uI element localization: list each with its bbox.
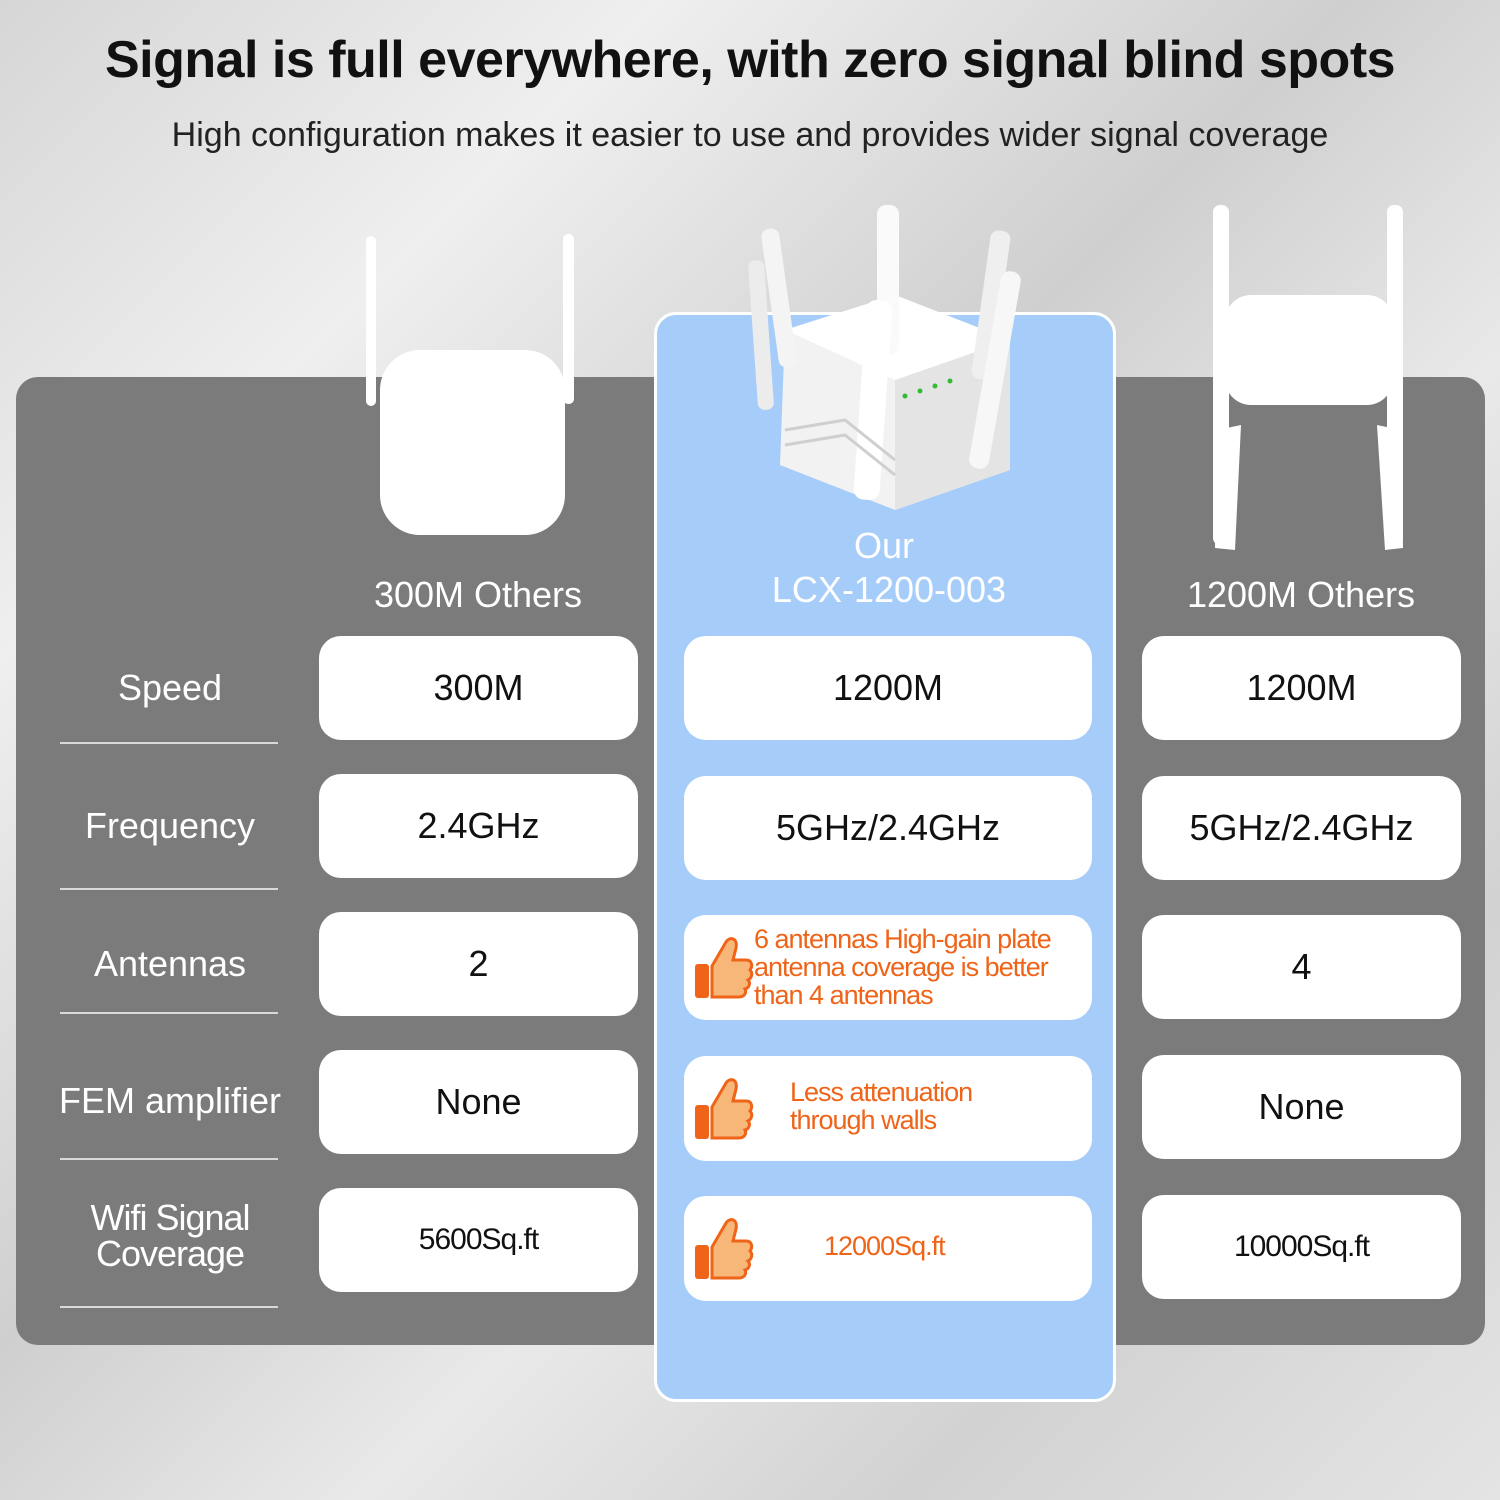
row-label-coverage-line2: Coverage <box>95 1233 245 1274</box>
row-divider <box>60 742 278 744</box>
cell-1200m-speed: 1200M <box>1142 636 1461 740</box>
column-title-300m-others: 300M Others <box>373 574 583 615</box>
cell-our-fem: Less attenuation through walls <box>684 1056 1092 1161</box>
row-label-frequency: Frequency <box>84 805 256 846</box>
cell-300m-antennas: 2 <box>319 912 638 1016</box>
thumbs-up-icon <box>695 1077 754 1139</box>
row-label-fem-amplifier: FEM amplifier <box>58 1080 282 1121</box>
page-subtitle: High configuration makes it easier to us… <box>171 116 1329 154</box>
cell-300m-coverage: 5600Sq.ft <box>319 1188 638 1292</box>
cell-our-antennas: 6 antennas High-gain plate antenna cover… <box>684 915 1092 1020</box>
cell-1200m-fem: None <box>1142 1055 1461 1159</box>
row-divider <box>60 1306 278 1308</box>
cell-300m-frequency: 2.4GHz <box>319 774 638 878</box>
fem-highlight-line2: through walls <box>790 1105 937 1135</box>
cell-1200m-antennas: 4 <box>1142 915 1461 1019</box>
cell-our-frequency: 5GHz/2.4GHz <box>684 776 1092 880</box>
two-antenna-extender-image <box>366 234 574 535</box>
cell-1200m-frequency: 5GHz/2.4GHz <box>1142 776 1461 880</box>
antennas-highlight-line1: 6 antennas High-gain plate <box>754 924 1052 954</box>
row-label-coverage-line1: Wifi Signal <box>90 1197 250 1238</box>
antennas-highlight-line3: than 4 antennas <box>754 980 934 1010</box>
four-antenna-extender-image <box>1213 205 1403 550</box>
thumbs-up-icon <box>695 936 754 998</box>
column-title-our-line2: LCX-1200-003 <box>771 569 1007 610</box>
thumbs-up-icon <box>695 1217 754 1279</box>
antennas-highlight-line2: antenna coverage is better <box>754 952 1049 982</box>
cell-1200m-coverage: 10000Sq.ft <box>1142 1195 1461 1299</box>
cell-our-coverage: 12000Sq.ft <box>684 1196 1092 1301</box>
row-divider <box>60 888 278 890</box>
row-label-speed: Speed <box>117 667 223 708</box>
fem-highlight-line1: Less attenuation <box>790 1077 973 1107</box>
page-title: Signal is full everywhere, with zero sig… <box>104 31 1396 89</box>
cell-300m-fem: None <box>319 1050 638 1154</box>
six-antenna-extender-image <box>748 205 1021 510</box>
coverage-highlight: 12000Sq.ft <box>824 1231 946 1261</box>
column-title-our-line1: Our <box>853 525 914 566</box>
cell-300m-speed: 300M <box>319 636 638 740</box>
row-divider <box>60 1158 278 1160</box>
row-label-antennas: Antennas <box>93 943 247 984</box>
column-title-1200m-others: 1200M Others <box>1186 574 1416 615</box>
row-divider <box>60 1012 278 1014</box>
cell-our-speed: 1200M <box>684 636 1092 740</box>
